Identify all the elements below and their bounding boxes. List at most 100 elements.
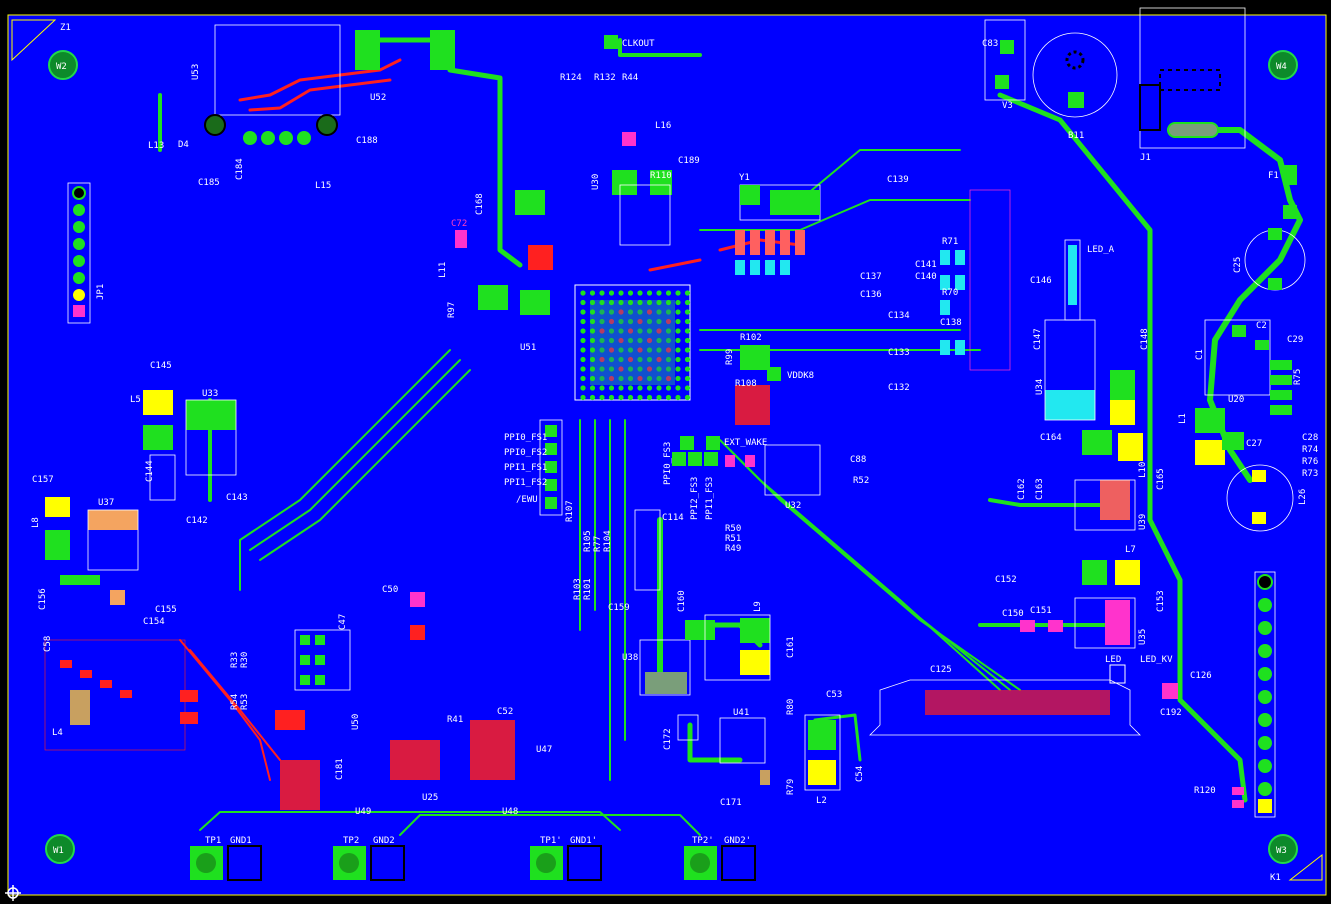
led-a-label: LED_A [1087,245,1115,255]
c145-label: C145 [150,361,172,371]
group-vddk8[interactable]: R102 R99 R108 VDDK8 EXT_WAKE R50 R51 R49… [663,333,869,554]
c192-label: R120 [1194,786,1216,796]
u43-label: C125 [930,665,952,675]
header-k1[interactable]: K1 [1254,571,1281,883]
u20-label: U20 [1228,395,1244,405]
c185-label: C185 [198,178,220,188]
power-block-l8-u37[interactable]: C157 L8 U37 C156 C155 C154 [31,475,177,627]
power-block-l4[interactable]: C58 L4 [43,636,198,751]
u52-label: U52 [370,93,386,103]
l10-label: L10 [1138,462,1148,478]
c153-label: C153 [1156,590,1166,612]
w1-label: W1 [53,846,64,856]
b11-label: B11 [1068,131,1084,141]
u48-label: U48 [502,807,518,817]
testpoint-group-4[interactable]: TP2' GND2' [684,836,756,881]
mounting-hole-w1[interactable]: W1 [45,834,75,864]
c83-label: C83 [982,39,998,49]
c72-label: C72 [451,219,467,229]
u32-label: U32 [785,501,801,511]
r52-label: R52 [853,476,869,486]
c142-label: C142 [186,516,208,526]
r108-label: R108 [735,379,757,389]
r99-label: R99 [725,349,735,365]
l5-label: L5 [130,395,141,405]
c25-label: C25 [1233,257,1243,273]
r51-label: R51 [725,534,741,544]
group-u35[interactable]: L7 C152 C150 C151 U35 C153 [995,545,1166,649]
group-l1-l26[interactable]: L1 C27 C28 R74 R76 R73 L26 [1178,408,1318,532]
u50-label: U50 [351,714,361,730]
group-u41[interactable]: U41 C172 C171 R80 R79 C53 L2 C54 [663,690,865,808]
c137-label: C137 [860,272,882,282]
connector-u43[interactable]: C125 [869,665,1141,736]
crystal-y1[interactable]: Y1 [739,173,821,221]
group-clkout[interactable]: CLKOUT R132 R44 R124 L16 C189 R110 U30 [560,35,700,246]
c165-label: C165 [1156,468,1166,490]
ppi1-fs1-label: PPI1_FS1 [504,463,547,473]
testpoint-group-1[interactable]: TP1 GND1 [190,836,262,881]
power-block-l5-u33[interactable]: C145 L5 U33 C144 C143 C142 [130,361,248,526]
battery-b11[interactable]: B11 [1032,32,1118,141]
led-group[interactable]: LED LED_KV C126 C192 R120 [1105,655,1244,808]
group-u34[interactable]: LED_A C146 C147 C148 U34 C164 C162 C163 … [1017,239,1166,531]
r74-label: R74 [1302,445,1318,455]
c47-label: C47 [338,614,348,630]
r105-label: R105 [583,530,593,552]
r97-label: R97 [447,302,457,318]
c151-label: C151 [1030,606,1052,616]
c146-label: C146 [1030,276,1052,286]
clkout-label: CLKOUT [622,39,655,49]
connector-j1[interactable]: J1 [1139,7,1246,163]
c181-label: C181 [335,758,345,780]
group-u38[interactable]: C114 C159 U38 C160 L9 C161 [608,509,796,696]
c152-label: C152 [995,575,1017,585]
ppi0-fs3-label: PPI0_FS3 [663,442,673,485]
r104-label: R104 [603,530,613,552]
c172-label: C172 [663,728,673,750]
w3-label: W3 [1276,846,1287,856]
mounting-hole-w2[interactable]: W2 [48,50,78,80]
c168-label: C168 [475,193,485,215]
r102-label: R102 [740,333,762,343]
header-jp1[interactable]: JP1 [67,182,106,324]
l7-label: L7 [1125,545,1136,555]
c160-label: C160 [677,590,687,612]
l4-label: L4 [52,728,63,738]
c50-label: C50 [382,585,398,595]
group-u20[interactable]: U20 C1 C2 C29 R75 [1195,319,1303,415]
component-u53[interactable]: U53 [191,24,341,145]
ppi-header[interactable]: PPI0_FS1 PPI0_FS2 PPI1_FS1 PPI1_FS2 /EWU [504,419,563,516]
r103-label: R103 [573,578,583,600]
l2-label: L2 [816,796,827,806]
group-u50-u47[interactable]: C50 C47 U50 R41 C52 U47 U49 U25 U48 R33 … [230,585,552,817]
r30-label: R30 [240,652,250,668]
group-c83-v3[interactable]: C83 V3 [982,19,1026,111]
fuse-f1[interactable]: F1 [1268,165,1297,219]
corner-hatch-br [1288,853,1323,881]
c2-label: C2 [1256,321,1267,331]
c1-label: C1 [1195,349,1205,360]
capacitor-c25[interactable]: C25 [1233,228,1306,291]
c188-label: C188 [356,136,378,146]
ewu-label: /EWU [516,495,538,505]
testpoint-group-3[interactable]: TP1' GND1' [530,836,602,881]
c88-label: C88 [850,455,866,465]
resistor-bank-top[interactable] [735,230,805,275]
c54-label: C54 [855,766,865,782]
gnd1-label: GND1 [230,836,252,846]
l11-label: L11 [438,262,448,278]
testpoint-group-2[interactable]: TP2 GND2 [333,836,405,881]
mounting-hole-w3[interactable]: W3 [1268,834,1298,864]
w2-label: W2 [56,62,67,72]
c138-label: C138 [940,318,962,328]
r77-label: R77 [593,536,603,552]
y1-label: Y1 [739,173,750,183]
u38-label: U38 [622,653,638,663]
u25-label: U25 [422,793,438,803]
resistor-bank-right[interactable]: C139 R71 R70 C141 C140 C137 C136 C134 C1… [860,175,1011,393]
gnd2-label: GND2 [373,836,395,846]
group-l11[interactable]: L11 R97 C168 C72 U51 [438,190,553,353]
mounting-hole-w4[interactable]: W4 [1268,50,1298,80]
